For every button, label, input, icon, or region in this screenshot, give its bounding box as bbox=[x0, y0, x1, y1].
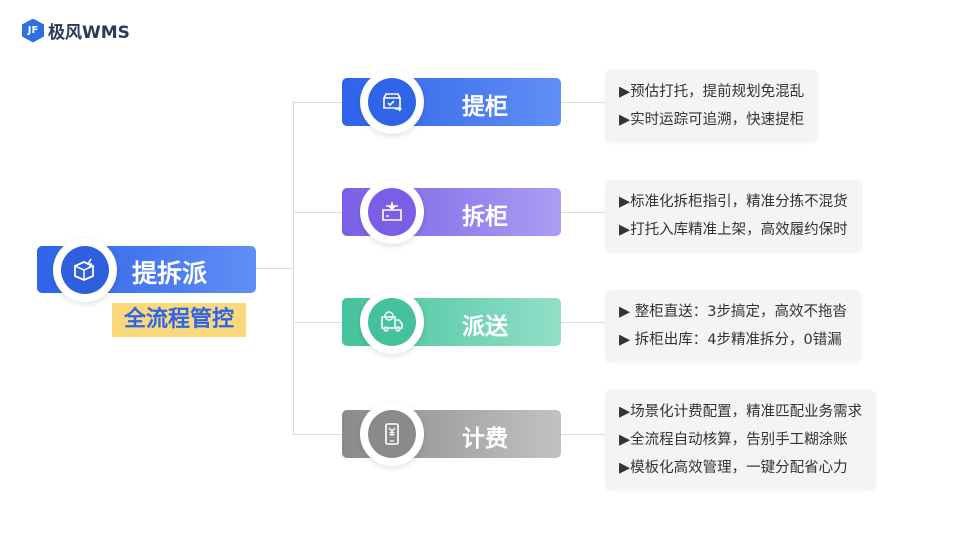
connector bbox=[256, 268, 293, 269]
branch-description: ▶标准化拆柜指引，精准分拣不混货 ▶打托入库精准上架，高效履约保时 bbox=[605, 180, 862, 252]
description-item: ▶场景化计费配置，精准匹配业务需求 bbox=[619, 404, 863, 420]
connector bbox=[293, 434, 342, 435]
connector bbox=[293, 102, 342, 103]
truck-icon bbox=[368, 298, 416, 346]
branch-description: ▶预估打托，提前规划免混乱 ▶实时运踪可追溯，快速提柜 bbox=[605, 70, 819, 142]
branch-icon-circle bbox=[360, 70, 424, 134]
branch-icon-circle bbox=[360, 290, 424, 354]
connector bbox=[561, 434, 605, 435]
logo-mark: JF bbox=[22, 18, 44, 43]
branch-node: 提柜 bbox=[342, 70, 561, 134]
branch-label: 派送 bbox=[462, 314, 508, 340]
box-check-icon bbox=[368, 78, 416, 126]
description-item: ▶模板化高效管理，一键分配省心力 bbox=[619, 460, 848, 476]
branch-label: 计费 bbox=[462, 426, 508, 452]
connector bbox=[561, 322, 605, 323]
description-item: ▶预估打托，提前规划免混乱 bbox=[619, 84, 805, 100]
logo: JF 极风WMS bbox=[22, 18, 130, 43]
branch-icon-circle bbox=[360, 180, 424, 244]
yen-tablet-icon bbox=[368, 410, 416, 458]
branch-node: 拆柜 bbox=[342, 180, 561, 244]
connector bbox=[561, 212, 605, 213]
description-item: ▶实时运踪可追溯，快速提柜 bbox=[619, 112, 805, 128]
logo-text: 极风WMS bbox=[48, 23, 130, 43]
root-label: 提拆派 bbox=[132, 259, 208, 288]
tree-trunk bbox=[293, 101, 294, 434]
description-item: ▶ 拆柜出库：4步精准拆分，0错漏 bbox=[619, 332, 842, 348]
root-icon-circle bbox=[53, 238, 117, 302]
description-item: ▶ 整柜直送：3步搞定，高效不拖沓 bbox=[619, 304, 847, 320]
branch-description: ▶场景化计费配置，精准匹配业务需求 ▶全流程自动核算，告别手工糊涂账 ▶模板化高效管… bbox=[605, 390, 877, 490]
root-tag: 全流程管控 bbox=[112, 303, 246, 337]
branch-icon-circle bbox=[360, 402, 424, 466]
description-item: ▶标准化拆柜指引，精准分拣不混货 bbox=[619, 194, 848, 210]
branch-description: ▶ 整柜直送：3步搞定，高效不拖沓 ▶ 拆柜出库：4步精准拆分，0错漏 bbox=[605, 290, 861, 362]
branch-node: 计费 bbox=[342, 402, 561, 466]
box-download-icon bbox=[368, 188, 416, 236]
description-item: ▶打托入库精准上架，高效履约保时 bbox=[619, 222, 848, 238]
connector bbox=[293, 322, 342, 323]
branch-label: 提柜 bbox=[462, 94, 508, 120]
description-item: ▶全流程自动核算，告别手工糊涂账 bbox=[619, 432, 848, 448]
branch-label: 拆柜 bbox=[462, 204, 508, 230]
connector bbox=[293, 212, 342, 213]
connector bbox=[561, 102, 605, 103]
box-lightning-icon bbox=[61, 246, 109, 294]
branch-node: 派送 bbox=[342, 290, 561, 354]
root-node: 提拆派 bbox=[37, 238, 256, 302]
